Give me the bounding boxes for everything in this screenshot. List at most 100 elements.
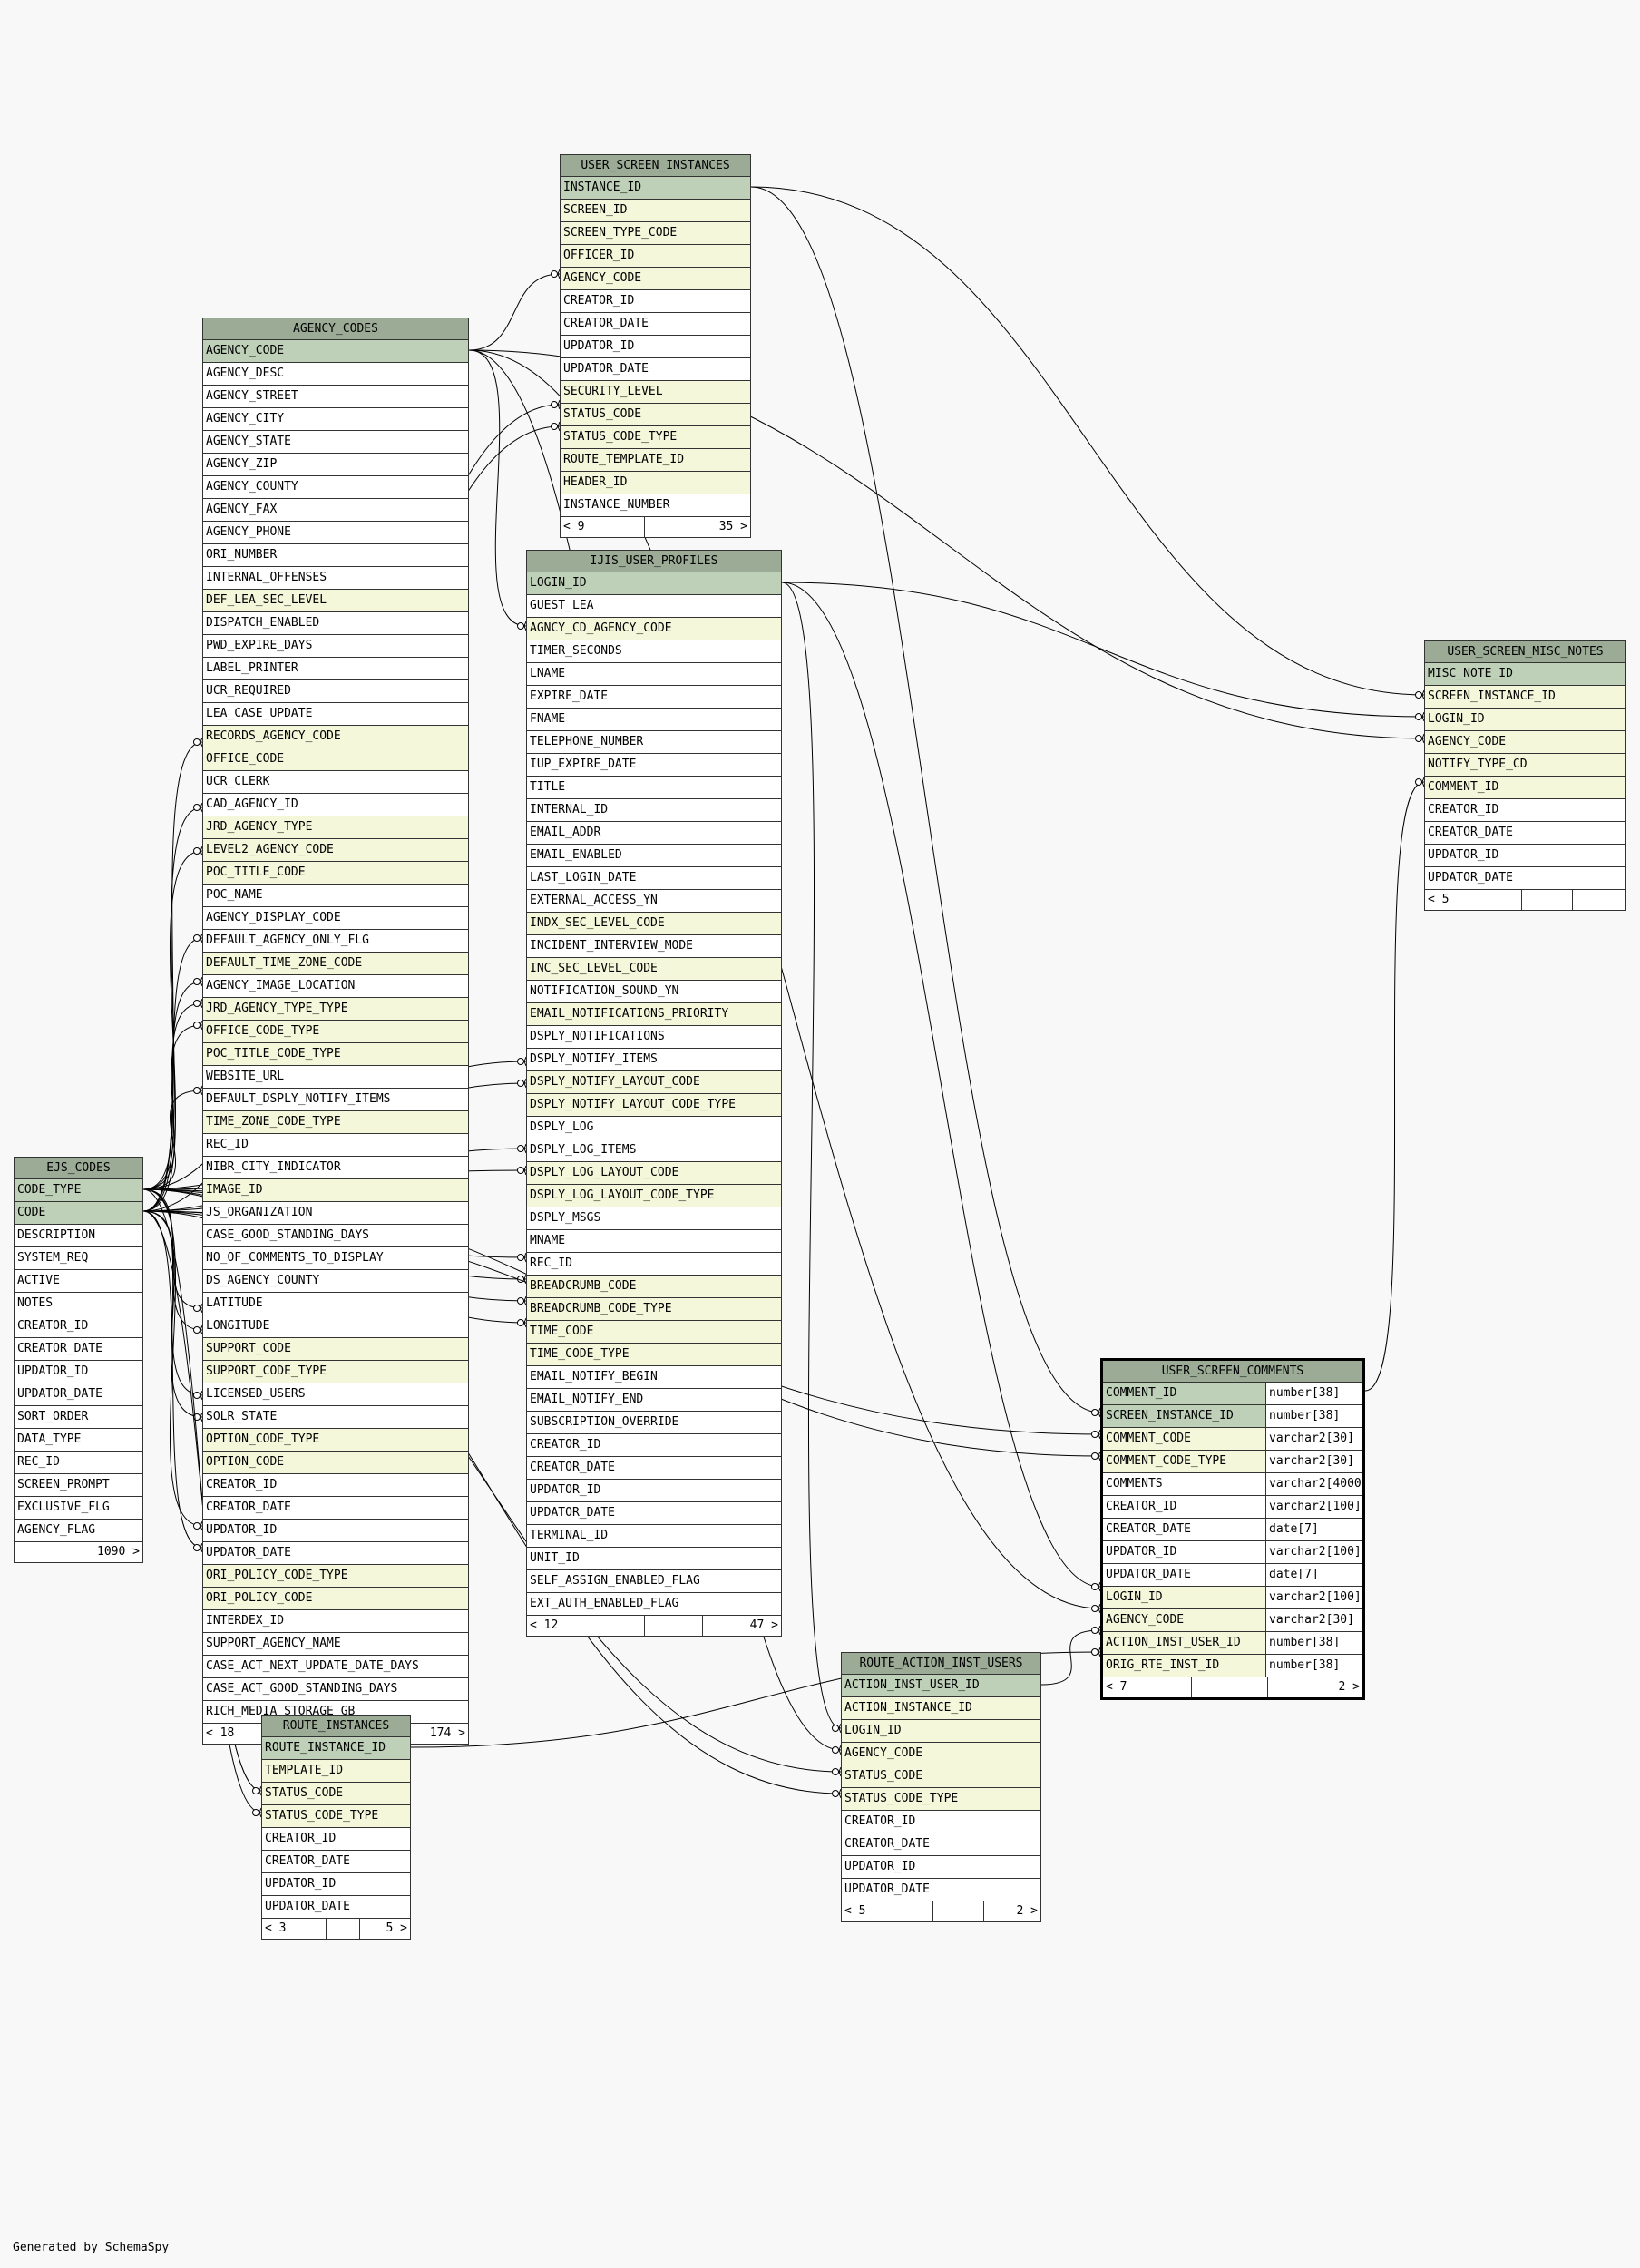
column-row[interactable]: ORI_POLICY_CODE_TYPE <box>203 1565 468 1588</box>
column-row[interactable]: AGENCY_PHONE <box>203 522 468 544</box>
column-row[interactable]: INC_SEC_LEVEL_CODE <box>527 958 781 981</box>
column-row[interactable]: UPDATOR_ID <box>262 1873 410 1896</box>
column-row[interactable]: DS_AGENCY_COUNTY <box>203 1270 468 1293</box>
column-row[interactable]: SCREEN_TYPE_CODE <box>561 222 750 245</box>
column-row[interactable]: UPDATOR_ID <box>527 1480 781 1502</box>
column-row[interactable]: MISC_NOTE_ID <box>1425 663 1625 686</box>
column-row[interactable]: CREATOR_DATE <box>842 1833 1040 1856</box>
column-row[interactable]: OPTION_CODE <box>203 1452 468 1474</box>
column-row[interactable]: CAD_AGENCY_ID <box>203 794 468 816</box>
column-row[interactable]: CREATOR_DATE <box>203 1497 468 1520</box>
column-row[interactable]: CREATOR_ID <box>561 290 750 313</box>
column-row[interactable]: OFFICE_CODE <box>203 748 468 771</box>
column-row[interactable]: DEFAULT_AGENCY_ONLY_FLG <box>203 930 468 953</box>
column-row[interactable]: UPDATOR_DATE <box>1425 867 1625 890</box>
column-row[interactable]: EMAIL_NOTIFICATIONS_PRIORITY <box>527 1003 781 1026</box>
column-row[interactable]: SUBSCRIPTION_OVERRIDE <box>527 1412 781 1434</box>
column-row[interactable]: EMAIL_NOTIFY_END <box>527 1389 781 1412</box>
column-row[interactable]: JS_ORGANIZATION <box>203 1202 468 1225</box>
column-row[interactable]: INSTANCE_NUMBER <box>561 494 750 517</box>
column-row[interactable]: CREATOR_ID <box>527 1434 781 1457</box>
column-row[interactable]: AGENCY_FAX <box>203 499 468 522</box>
column-row[interactable]: TIME_CODE_TYPE <box>527 1344 781 1366</box>
column-row[interactable]: INTERNAL_OFFENSES <box>203 567 468 590</box>
column-row[interactable]: POC_TITLE_CODE <box>203 862 468 885</box>
column-row[interactable]: TERMINAL_ID <box>527 1525 781 1548</box>
column-row[interactable]: INDX_SEC_LEVEL_CODE <box>527 913 781 935</box>
column-row[interactable]: EXTERNAL_ACCESS_YN <box>527 890 781 913</box>
column-row[interactable]: STATUS_CODE <box>561 404 750 426</box>
column-row[interactable]: ORI_POLICY_CODE <box>203 1588 468 1610</box>
column-row[interactable]: RECORDS_AGENCY_CODE <box>203 726 468 748</box>
column-row[interactable]: BREADCRUMB_CODE_TYPE <box>527 1298 781 1321</box>
column-row[interactable]: NIBR_CITY_INDICATOR <box>203 1157 468 1179</box>
column-row[interactable]: CASE_ACT_NEXT_UPDATE_DATE_DAYS <box>203 1656 468 1678</box>
column-row[interactable]: INTERNAL_ID <box>527 799 781 822</box>
column-row[interactable]: JRD_AGENCY_TYPE_TYPE <box>203 998 468 1021</box>
column-row[interactable]: CREATOR_ID <box>262 1828 410 1851</box>
column-row[interactable]: WEBSITE_URL <box>203 1066 468 1089</box>
column-row[interactable]: ACTIVE <box>15 1270 142 1293</box>
column-row[interactable]: CREATOR_DATE <box>15 1338 142 1361</box>
column-row[interactable]: DSPLY_LOG_ITEMS <box>527 1139 781 1162</box>
column-row[interactable]: PWD_EXPIRE_DAYS <box>203 635 468 658</box>
column-row[interactable]: CREATOR_ID <box>15 1315 142 1338</box>
column-row[interactable]: AGNCY_CD_AGENCY_CODE <box>527 618 781 640</box>
column-row[interactable]: AGENCY_STATE <box>203 431 468 454</box>
column-row[interactable]: SCREEN_INSTANCE_ID <box>1425 686 1625 709</box>
column-row[interactable]: CREATOR_ID <box>1425 799 1625 822</box>
column-row[interactable]: TIMER_SECONDS <box>527 640 781 663</box>
column-row[interactable]: IUP_EXPIRE_DATE <box>527 754 781 777</box>
column-row[interactable]: AGENCY_STREET <box>203 386 468 408</box>
column-row[interactable]: SUPPORT_CODE_TYPE <box>203 1361 468 1383</box>
column-row[interactable]: AGENCY_COUNTY <box>203 476 468 499</box>
column-row[interactable]: UPDATOR_DATE <box>15 1383 142 1406</box>
column-row[interactable]: EMAIL_NOTIFY_BEGIN <box>527 1366 781 1389</box>
column-row[interactable]: TIME_CODE <box>527 1321 781 1344</box>
column-row[interactable]: NO_OF_COMMENTS_TO_DISPLAY <box>203 1247 468 1270</box>
column-row[interactable]: AGENCY_DESC <box>203 363 468 386</box>
column-row[interactable]: CREATOR_DATE <box>1425 822 1625 845</box>
column-row[interactable]: LAST_LOGIN_DATE <box>527 867 781 890</box>
column-row[interactable]: AGENCY_CODE <box>203 340 468 363</box>
column-row[interactable]: ORI_NUMBER <box>203 544 468 567</box>
column-row[interactable]: CREATOR_DATE <box>527 1457 781 1480</box>
column-row[interactable]: EMAIL_ENABLED <box>527 845 781 867</box>
column-row[interactable]: DEF_LEA_SEC_LEVEL <box>203 590 468 612</box>
column-row[interactable]: DSPLY_MSGS <box>527 1207 781 1230</box>
column-row[interactable]: MNAME <box>527 1230 781 1253</box>
column-row[interactable]: TELEPHONE_NUMBER <box>527 731 781 754</box>
column-row[interactable]: STATUS_CODE <box>842 1765 1040 1788</box>
column-row[interactable]: TEMPLATE_ID <box>262 1760 410 1783</box>
column-row[interactable]: AGENCY_CODE <box>561 268 750 290</box>
column-row[interactable]: UCR_CLERK <box>203 771 468 794</box>
column-row[interactable]: SUPPORT_CODE <box>203 1338 468 1361</box>
column-row[interactable]: OFFICE_CODE_TYPE <box>203 1021 468 1043</box>
column-row[interactable]: CREATOR_ID <box>203 1474 468 1497</box>
column-row[interactable]: COMMENT_ID <box>1425 777 1625 799</box>
column-row[interactable]: POC_TITLE_CODE_TYPE <box>203 1043 468 1066</box>
column-row[interactable]: CASE_GOOD_STANDING_DAYS <box>203 1225 468 1247</box>
column-row[interactable]: SYSTEM_REQ <box>15 1247 142 1270</box>
column-row[interactable]: UPDATOR_DATE <box>527 1502 781 1525</box>
column-row[interactable]: NOTIFICATION_SOUND_YN <box>527 981 781 1003</box>
column-row[interactable]: CREATOR_DATE <box>561 313 750 336</box>
column-row[interactable]: LONGITUDE <box>203 1315 468 1338</box>
column-row[interactable]: ROUTE_INSTANCE_ID <box>262 1737 410 1760</box>
column-row[interactable]: AGENCY_CODE <box>1425 731 1625 754</box>
column-row[interactable]: TITLE <box>527 777 781 799</box>
column-row[interactable]: LNAME <box>527 663 781 686</box>
column-row[interactable]: NOTES <box>15 1293 142 1315</box>
column-row[interactable]: SELF_ASSIGN_ENABLED_FLAG <box>527 1570 781 1593</box>
column-row[interactable]: DSPLY_LOG <box>527 1117 781 1139</box>
